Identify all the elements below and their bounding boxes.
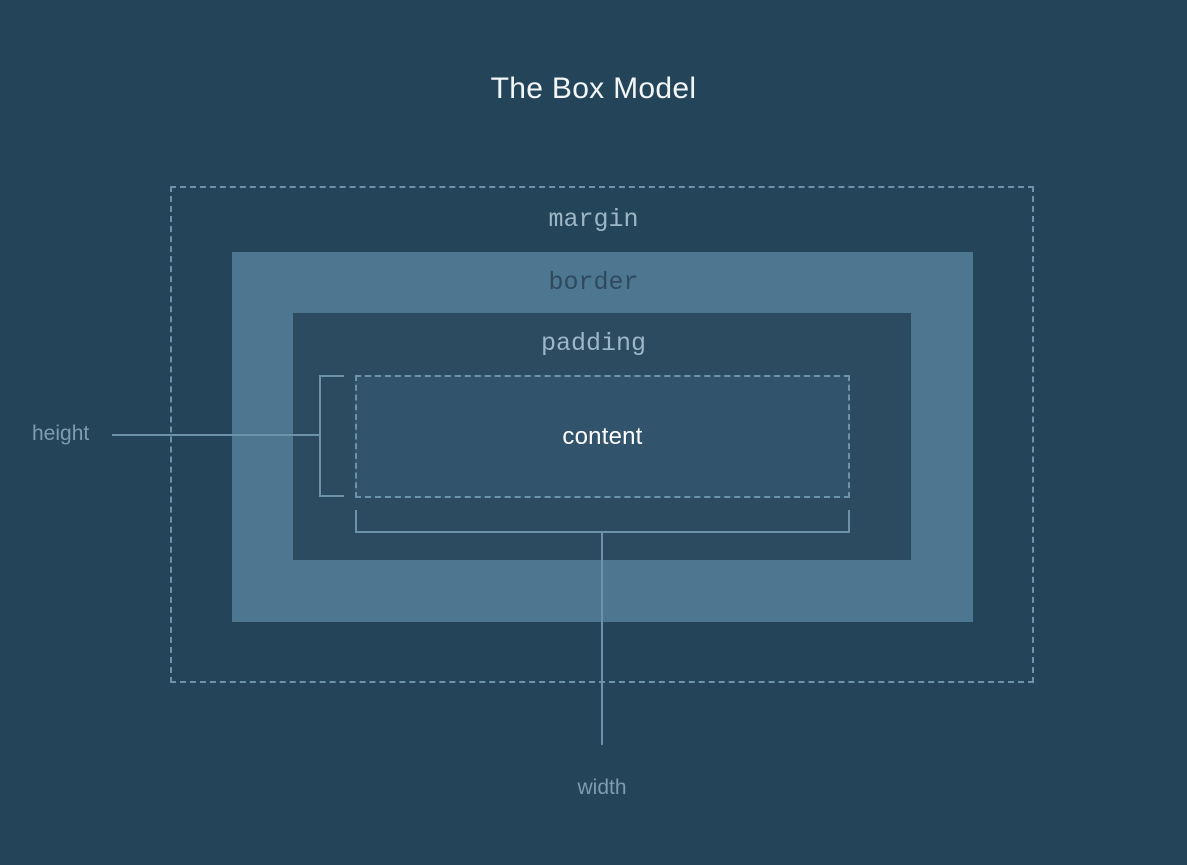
padding-label: padding xyxy=(540,329,647,358)
content-box xyxy=(355,375,850,498)
height-label: height xyxy=(32,422,90,445)
content-label: content xyxy=(562,422,643,450)
margin-label: margin xyxy=(548,205,639,234)
width-label: width xyxy=(577,776,627,799)
border-label: border xyxy=(548,268,639,297)
page-title: The Box Model xyxy=(490,72,697,105)
